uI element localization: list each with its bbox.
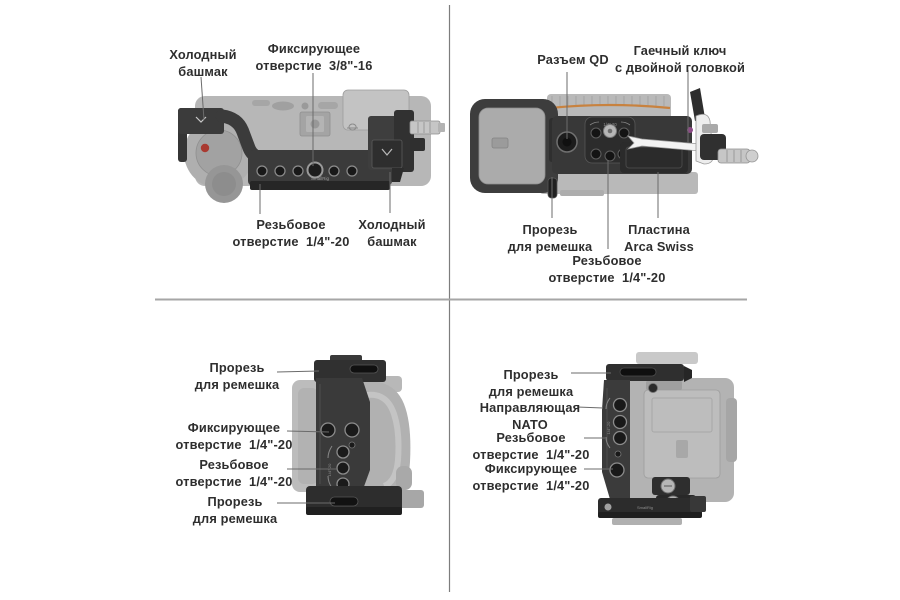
strap-slot-top (349, 364, 379, 374)
leader-lines (200, 70, 689, 504)
illustration-port-side-view: 1/4"-20 SmallRig (598, 352, 737, 525)
arca-swiss-plate (620, 142, 688, 173)
locating-hole-14-20 (320, 422, 336, 438)
label-strap-slot-bottom: Прорезь для ремешка (192, 494, 278, 526)
record-button (200, 143, 210, 153)
label-strap-slot-top: Прорезь для ремешка (194, 360, 280, 392)
battery-door (478, 107, 546, 185)
label-strap-slot: Прорезь для ремешка (488, 367, 574, 399)
label-cold-shoe-left: Холодный башмак (169, 47, 237, 79)
cage-grip-side: 1/4"-20 (306, 355, 402, 515)
wrench-fork (626, 135, 701, 152)
threaded-hole-14-20 (336, 461, 350, 475)
divider-lines (155, 5, 747, 592)
screw-holes (320, 422, 360, 491)
label-threaded-hole-14: Резьбовое отверстие 1/4"-20 (232, 217, 350, 249)
locating-hole-38-16 (306, 161, 324, 179)
label-locating-hole-14: Фиксирующее отверстие 1/4"-20 (472, 461, 590, 493)
label-locating-hole-38: Фиксирующее отверстие 3/8"-16 (255, 41, 373, 73)
right-rod-assembly (700, 124, 759, 164)
screen-ghost (643, 389, 721, 479)
thread-engraving: 1/4"-20 (327, 463, 332, 477)
illustration-bottom-view: 1/4"-20 (470, 88, 759, 199)
label-strap-slot: Прорезь для ремешка (507, 222, 593, 254)
label-cold-shoe-right: Холодный башмак (358, 217, 426, 249)
illustration-top-view: SmallRig (178, 89, 445, 203)
label-threaded-hole-14: Резьбовое отверстие 1/4"-20 (175, 457, 293, 489)
label-qd-socket: Разъем QD (537, 52, 609, 67)
camera-body-ghost (612, 352, 737, 525)
label-arca-plate: Пластина Arca Swiss (624, 222, 694, 254)
threaded-hole-14-20 (604, 150, 616, 162)
illustration-grip-side-view: 1/4"-20 (292, 355, 424, 515)
strap-slot (619, 367, 657, 377)
strap-slot-bottom (329, 496, 359, 507)
cage-top: SmallRig (178, 108, 445, 190)
thread-engraving: 1/4"-20 (606, 421, 611, 435)
cage-bottom: 1/4"-20 (470, 99, 692, 199)
threaded-hole-14-20 (612, 430, 628, 446)
label-locating-hole-14: Фиксирующее отверстие 1/4"-20 (175, 420, 293, 452)
side-plate (316, 378, 370, 492)
locating-hole-14-20 (609, 462, 625, 478)
screw-holes-row (256, 161, 358, 179)
cold-shoe-mark-icon (381, 148, 393, 156)
lens-ring-accent (549, 103, 671, 110)
screw-holes (609, 397, 628, 478)
label-threaded-hole-14: Резьбовое отверстие 1/4"-20 (472, 430, 590, 462)
focal-plane-mark (347, 123, 358, 131)
label-wrench: Гаечный ключ с двойной головкой (614, 43, 746, 75)
silver-rod (409, 120, 445, 151)
cold-shoe-right-block (371, 139, 403, 169)
label-threaded-hole-14: Резьбовое отверстие 1/4"-20 (548, 253, 666, 285)
brand-engraving: SmallRig (311, 176, 330, 181)
brand-engraving: SmallRig (637, 505, 653, 510)
cage-port-side: 1/4"-20 SmallRig (598, 364, 706, 518)
label-nato-rail: Направляющая NATO (479, 400, 581, 432)
cold-shoe-left-block (178, 108, 224, 134)
